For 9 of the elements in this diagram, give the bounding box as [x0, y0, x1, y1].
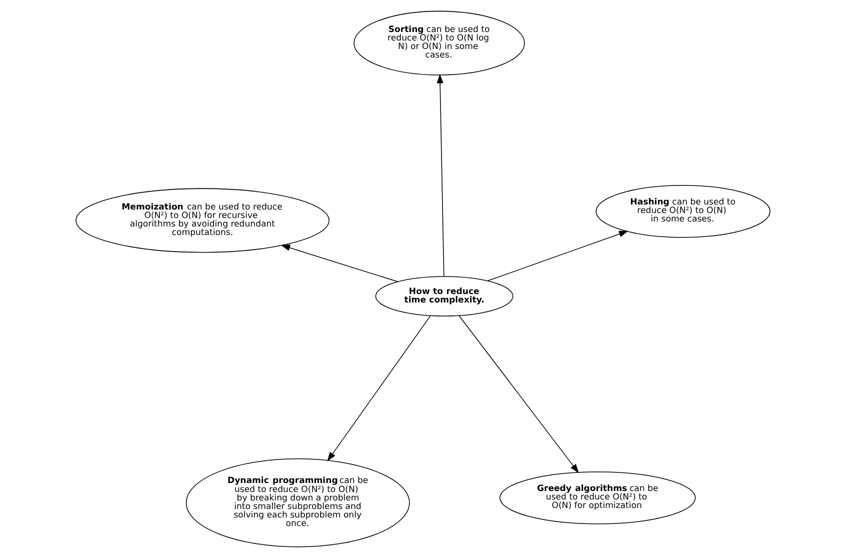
arrow [280, 244, 398, 282]
node-ellipse: How to reduce time complexity. [375, 276, 514, 316]
arrow [327, 315, 431, 462]
arrow [436, 74, 444, 277]
node-ellipse: Greedy algorithms can be used to reduce O(N²) to O(N) for optimization [500, 471, 696, 524]
node-ellipse: Dynamic programming can be used to reduce O(N²) to O(N) by breaking down a problem into smaller subproblems and solving each subproblem only once. [186, 458, 410, 548]
node-ellipse: Sorting can be used to reduce O(N²) to O(N log N) or O(N) in some cases. [354, 10, 525, 76]
arrow [487, 230, 628, 282]
arrow [458, 315, 579, 474]
